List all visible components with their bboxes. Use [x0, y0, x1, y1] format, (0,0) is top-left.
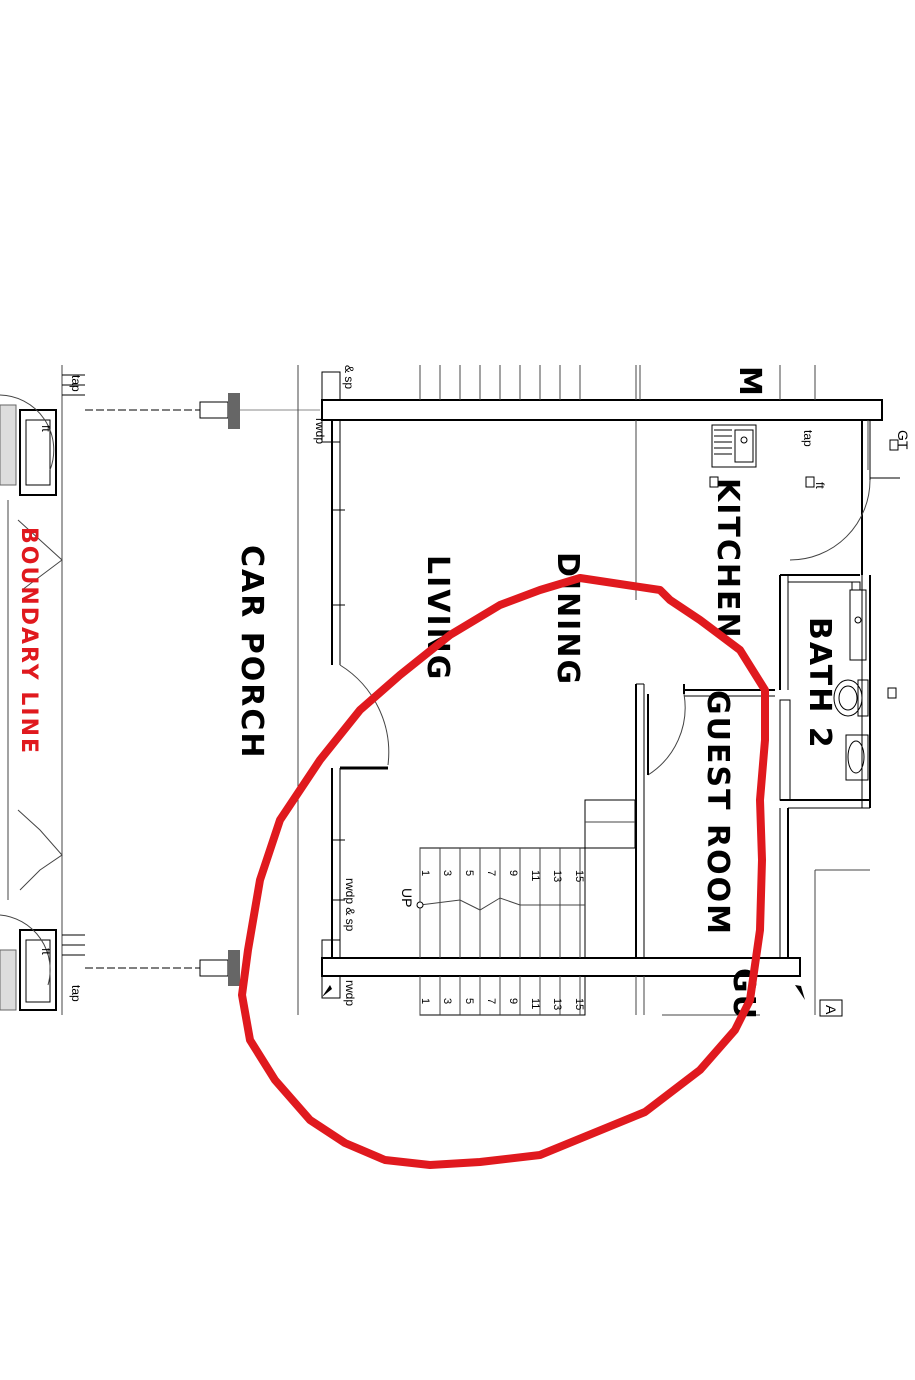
wall-top — [321, 399, 883, 421]
edge-a-label: A — [823, 1005, 839, 1015]
car-porch-columns — [85, 393, 320, 986]
staircase-upper — [416, 799, 636, 959]
staircase-lower — [419, 975, 586, 1016]
stair-number-lower: 11 — [529, 998, 541, 1009]
gate-pillar-bottom — [19, 929, 57, 1011]
porch-column-top — [228, 393, 240, 429]
shower-icon — [849, 581, 867, 661]
room-label-living: LIVING — [420, 555, 455, 681]
stair-number-lower: 3 — [441, 998, 453, 1004]
boundary-line-label: BOUNDARY LINE — [16, 527, 41, 755]
stair-number-upper: 15 — [573, 870, 585, 882]
stair-number-upper: 9 — [507, 870, 519, 876]
rwdp-label-bottom: rwdp — [343, 980, 357, 1006]
stair-number-lower: 1 — [419, 998, 431, 1004]
rwdp-sp-label: rwdp & sp — [343, 878, 357, 932]
stair-number-upper: 1 — [419, 870, 431, 876]
stair-number-upper: 5 — [463, 870, 475, 876]
toilet-icon — [833, 679, 869, 717]
stair-number-lower: 15 — [573, 998, 585, 1010]
room-label-dining: DINING — [550, 552, 585, 686]
gate-pillar-top — [19, 409, 57, 496]
boundary-zigzag-bottom — [17, 809, 63, 891]
stair-number-upper: 3 — [441, 870, 453, 876]
tap-label-bottom: tap — [69, 985, 83, 1002]
ft-label-bottom: ft — [39, 948, 53, 955]
kitchen-floor-trap-icon — [709, 476, 719, 488]
boundary-gate-area: BOUNDARY LINE tap ft tap ft — [0, 365, 85, 1015]
floor-trap-icon-kitchen — [805, 476, 815, 488]
stair-number-lower: 5 — [463, 998, 475, 1004]
stair-number-lower: 13 — [551, 998, 563, 1010]
room-label-bath-2: BATH 2 — [802, 617, 837, 750]
kitchen-ft-label: ft — [813, 482, 827, 489]
room-label-cut-m: M — [732, 366, 767, 398]
tap-label-top: tap — [69, 375, 83, 392]
ft-label-top: ft — [39, 425, 53, 432]
kitchen-sink-icon — [711, 424, 757, 468]
staircase-north — [419, 365, 581, 400]
stair-number-upper: 13 — [551, 870, 563, 882]
room-label-guest-room: GUEST ROOM — [700, 690, 735, 936]
gt-label: GT — [895, 430, 911, 450]
stair-number-lower: 7 — [485, 998, 497, 1004]
stair-number-lower: 9 — [507, 998, 519, 1004]
stair-number-upper: 7 — [485, 870, 497, 876]
stair-up-label: UP — [399, 888, 415, 907]
sp-label-top: & sp — [342, 365, 356, 389]
stair-number-upper: 11 — [529, 870, 541, 881]
red-markup-circle — [238, 574, 769, 1169]
kitchen-tap-label: tap — [801, 430, 815, 447]
rwdp-label-top: rwdp — [313, 418, 327, 444]
room-label-kitchen: KITCHEN — [710, 478, 745, 640]
washbasin-icon — [845, 734, 869, 781]
porch-column-bottom — [228, 950, 240, 986]
room-label-car-porch: CAR PORCH — [234, 545, 269, 760]
